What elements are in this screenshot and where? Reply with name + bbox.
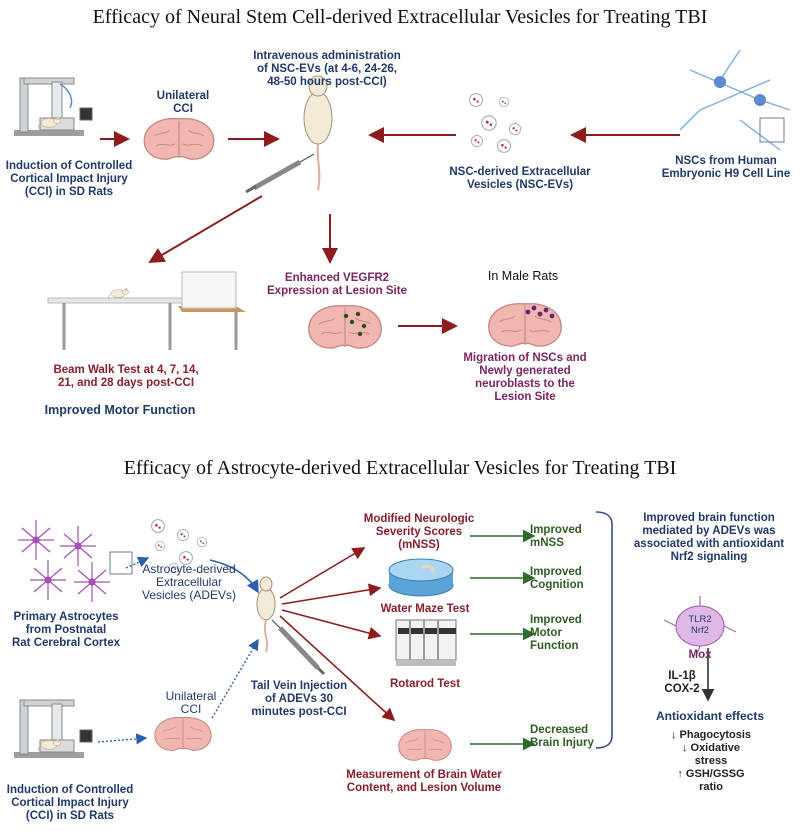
- label-out-mnss: Improved mNSS: [530, 524, 582, 549]
- cci-device-bottom: [14, 699, 93, 758]
- arrow-adev-to-rat: [209, 559, 259, 594]
- label-astrocyte-source: Primary Astrocytes from Postnatal Rat Ce…: [11, 611, 120, 649]
- rat-iv-top: [303, 75, 333, 191]
- neural-stem-cells: [679, 49, 791, 151]
- label-rotarod: Rotarod Test: [389, 678, 461, 690]
- arrow-iv-to-beam: [148, 195, 263, 264]
- label-out-injury: Decreased Brain Injury: [530, 724, 594, 749]
- title-top: Efficacy of Neural Stem Cell-derived Ext…: [92, 6, 708, 28]
- label-mnss: Modified Neurologic Severity Scores (mNS…: [363, 513, 475, 551]
- brain-vegfr2: [308, 304, 382, 349]
- arrow-to-water-maze: [281, 583, 382, 605]
- arrow-astro-to-adev: [125, 556, 150, 569]
- label-il-cox: IL-1β COX-2: [664, 670, 700, 695]
- arrow-cci-to-rat: [211, 638, 259, 719]
- label-nsc-evs: NSC-derived Extracellular Vesicles (NSC-…: [449, 166, 591, 191]
- label-nrf2-signaling: Improved brain function mediated by ADEV…: [633, 512, 785, 563]
- arrow-to-mnss: [279, 547, 366, 599]
- ev-cluster-top: [469, 93, 522, 153]
- label-brain-water: Measurement of Brain Water Content, and …: [346, 769, 502, 794]
- label-water-maze: Water Maze Test: [380, 603, 470, 615]
- title-bottom: Efficacy of Astrocyte-derived Extracellu…: [123, 457, 677, 479]
- label-antioxidant-title: Antioxidant effects: [655, 709, 764, 723]
- label-migration: Migration of NSCs and Newly generated ne…: [463, 352, 587, 403]
- label-unilateral-top: Unilateral CCI: [156, 90, 210, 115]
- brain-unilateral-cci-top: [143, 117, 215, 160]
- water-maze: [388, 558, 454, 597]
- label-unilateral-bottom: Unilateral CCI: [165, 689, 217, 716]
- brain-measurement: [398, 729, 452, 761]
- label-out-motor: Improved Motor Function: [530, 614, 582, 652]
- rotarod: [395, 619, 457, 666]
- label-out-cognition: Improved Cognition: [530, 566, 584, 591]
- label-induction-top: Induction of Controlled Cortical Impact …: [5, 160, 133, 198]
- rat-tail-vein: [256, 576, 276, 653]
- label-male-rats: In Male Rats: [487, 269, 559, 283]
- cci-device-top: [14, 77, 93, 136]
- label-vegfr2: Enhanced VEGFR2 Expression at Lesion Sit…: [267, 272, 407, 297]
- outcome-bracket: [595, 511, 613, 749]
- arrow-to-brain-water: [279, 615, 396, 722]
- arrow-to-rotarod: [281, 609, 382, 640]
- label-beam-walk: Beam Walk Test at 4, 7, 14, 21, and 28 d…: [53, 364, 199, 389]
- label-tlr2: TLR2: [688, 614, 712, 625]
- syringe-bottom: [271, 619, 326, 676]
- arrow-induction-to-cci-bottom: [97, 733, 148, 745]
- label-nrf2: Nrf2: [691, 625, 709, 636]
- label-mox: Mox: [688, 649, 712, 661]
- label-antioxidant-list: ↓ Phagocytosis ↓ Oxidative stress ↑ GSH/…: [670, 729, 752, 793]
- beam-walk-apparatus: [47, 271, 246, 350]
- brain-unilateral-cci-bottom: [154, 716, 212, 751]
- microglia-cell: [663, 596, 737, 657]
- label-improved-motor: Improved Motor Function: [44, 403, 196, 417]
- astrocytes: [18, 520, 133, 602]
- label-iv-administration: Intravenous administration of NSC-EVs (a…: [253, 50, 401, 88]
- label-nsc-source: NSCs from Human Embryonic H9 Cell Line: [661, 155, 791, 180]
- syringe-top: [245, 153, 315, 194]
- label-tail-vein: Tail Vein Injection of ADEVs 30 minutes …: [250, 680, 348, 718]
- label-induction-bottom: Induction of Controlled Cortical Impact …: [6, 784, 134, 822]
- brain-migration: [488, 302, 562, 347]
- label-adevs: Astrocyte-derived Extracellular Vesicles…: [141, 562, 237, 602]
